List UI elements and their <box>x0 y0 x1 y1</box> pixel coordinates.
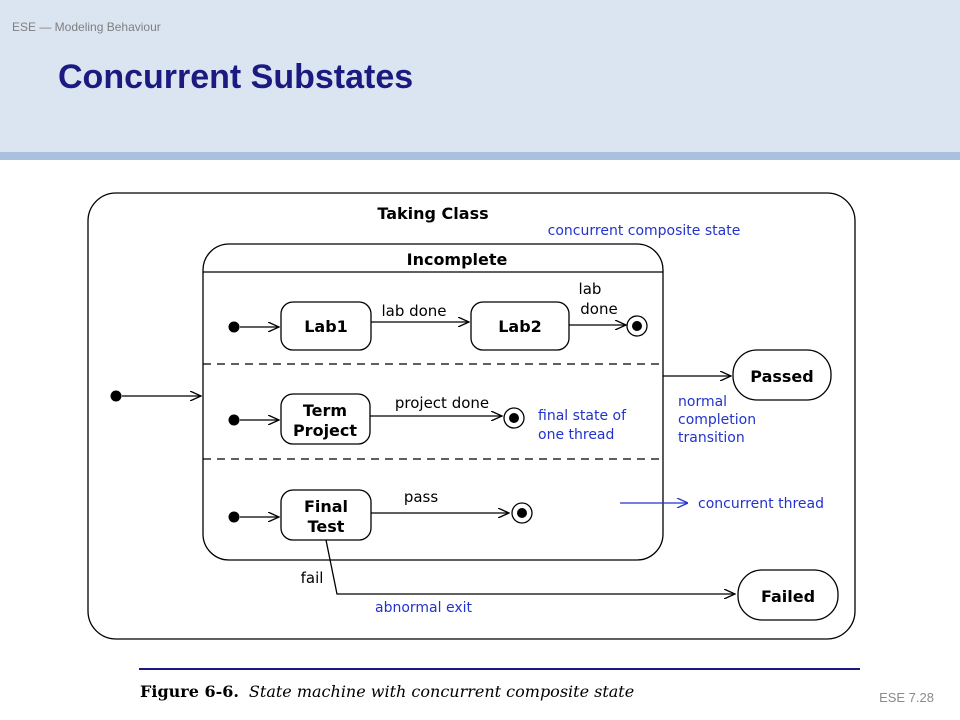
fail-event: fail <box>301 569 324 587</box>
pass-event: pass <box>404 488 439 506</box>
figure-caption: Figure 6-6. State machine with concurrent… <box>140 682 634 701</box>
outer-initial-state <box>110 390 122 402</box>
lab1-label: Lab1 <box>304 317 348 336</box>
passed-label: Passed <box>750 367 813 386</box>
page-number: ESE 7.28 <box>879 690 934 705</box>
failed-label: Failed <box>761 587 815 606</box>
project-done-event: project done <box>395 394 489 412</box>
term-project-state <box>280 393 371 445</box>
lab-done-event: lab done <box>381 302 446 320</box>
project-initial-state <box>228 414 240 426</box>
fail-transition <box>325 539 735 594</box>
term-project-label-line1: Term <box>303 401 347 420</box>
failed-state <box>737 569 839 621</box>
normal-completion-note-line1: normal <box>678 394 727 410</box>
project-final-state-dot <box>509 413 519 423</box>
header-divider <box>0 152 960 160</box>
concurrent-thread-note: concurrent thread <box>698 496 824 512</box>
passed-state <box>732 349 832 401</box>
course-label: ESE — Modeling Behaviour <box>12 20 161 34</box>
test-initial-state <box>228 511 240 523</box>
taking-class-label: Taking Class <box>377 204 488 223</box>
lab2-done-event-line1: lab <box>579 280 602 298</box>
lab1-state <box>280 301 372 351</box>
concurrent-composite-note: concurrent composite state <box>548 223 741 239</box>
incomplete-label: Incomplete <box>407 250 508 269</box>
slide-title: Concurrent Substates <box>58 58 414 96</box>
figure-label: Figure 6-6. <box>140 682 239 701</box>
final-state-note-line1: final state of <box>538 408 627 424</box>
normal-completion-note-line3: transition <box>678 430 745 446</box>
term-project-label-line2: Project <box>293 421 357 440</box>
final-test-label-line1: Final <box>304 497 348 516</box>
test-final-state-dot <box>517 508 527 518</box>
lab2-label: Lab2 <box>498 317 542 336</box>
state-machine-diagram: Taking Class concurrent composite state … <box>87 192 860 701</box>
lab2-state <box>470 301 570 351</box>
slide-header <box>0 0 960 152</box>
abnormal-exit-note: abnormal exit <box>375 600 473 616</box>
final-state-note-line2: one thread <box>538 427 614 443</box>
normal-completion-note-line2: completion <box>678 412 756 428</box>
figure-text: State machine with concurrent composite … <box>249 682 634 701</box>
lab-initial-state <box>228 321 240 333</box>
lab2-done-event-line2: done <box>580 300 617 318</box>
lab-final-state-dot <box>632 321 642 331</box>
final-test-label-line2: Test <box>308 517 345 536</box>
